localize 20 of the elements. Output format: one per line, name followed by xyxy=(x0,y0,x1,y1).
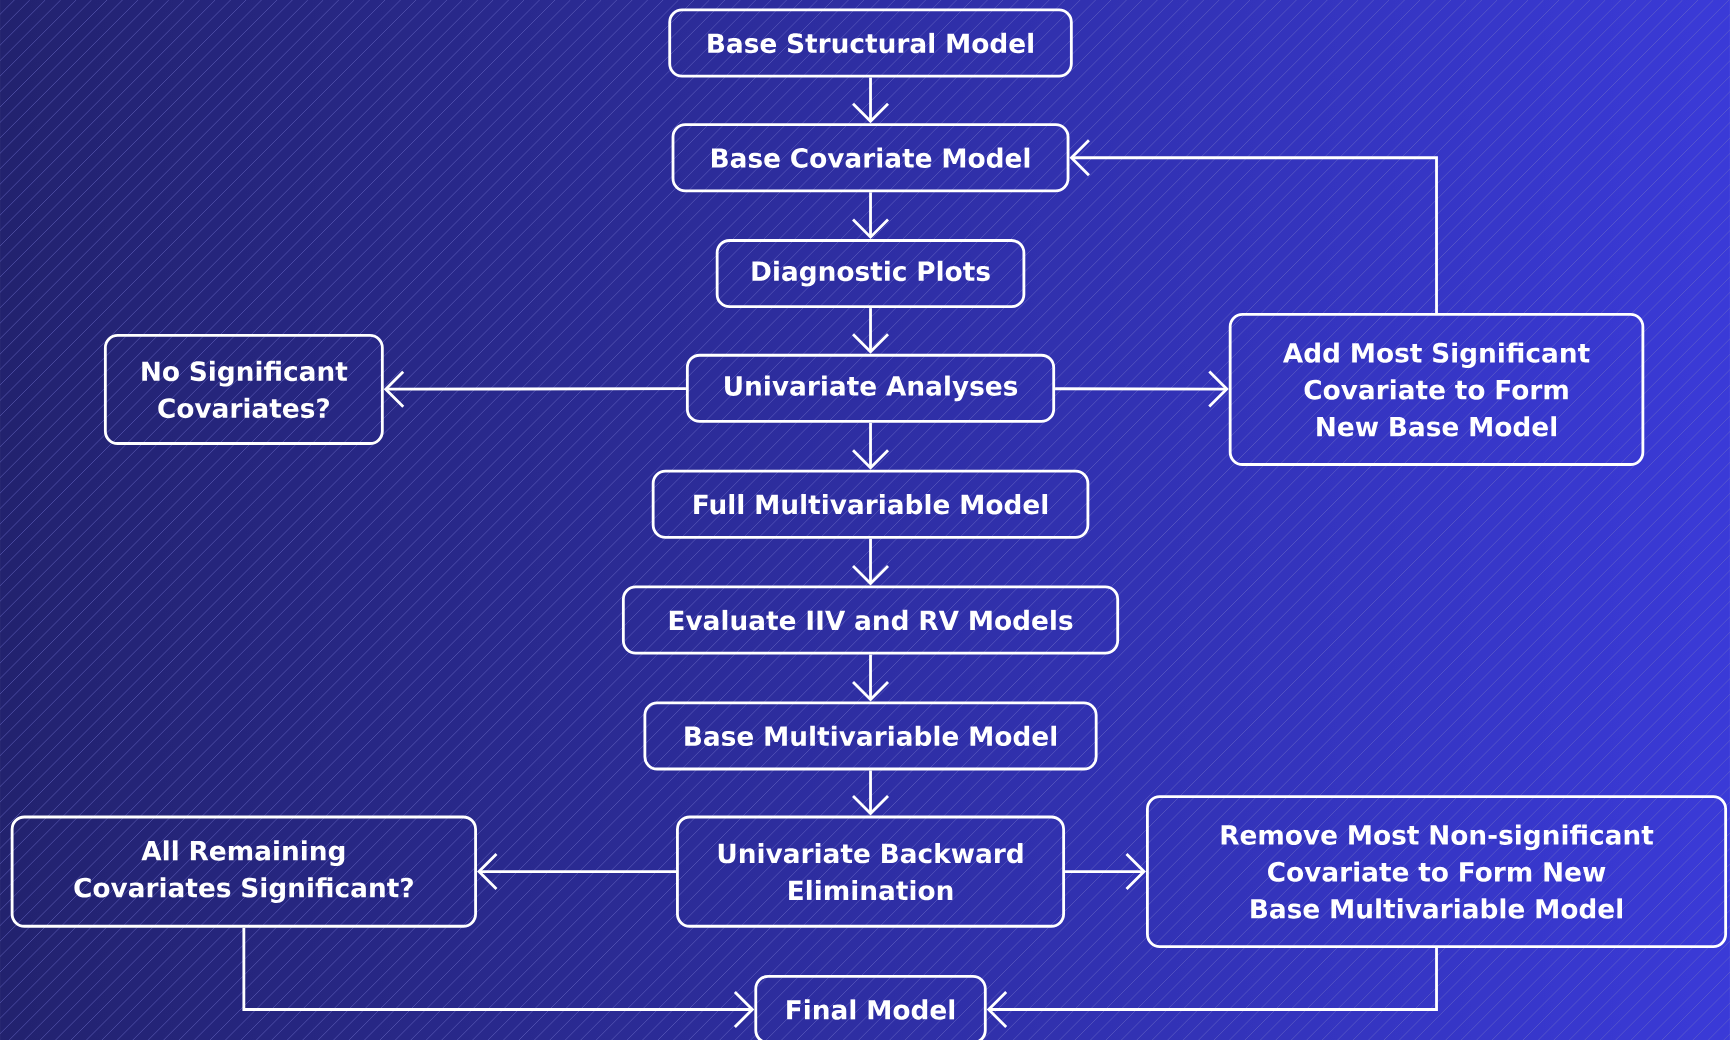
process-box: Add Most Significant Covariate to Form New Base Model xyxy=(1228,312,1645,466)
arrow xyxy=(1065,852,1146,890)
process-box: No Significant Covariates? xyxy=(103,333,384,445)
process-box: Base Structural Model xyxy=(668,8,1073,78)
process-box: Base Covariate Model xyxy=(671,123,1070,193)
arrow xyxy=(242,927,755,1028)
arrow xyxy=(383,370,686,408)
arrow xyxy=(1055,370,1229,408)
process-box: Remove Most Non-significant Covariate to Form New Base Multivariable Model xyxy=(1146,794,1728,948)
process-box: Diagnostic Plots xyxy=(715,238,1026,308)
process-box: Evaluate IIV and RV Models xyxy=(621,585,1120,655)
arrow xyxy=(986,947,1438,1028)
arrow xyxy=(476,852,677,890)
process-box: Final Model xyxy=(754,974,987,1040)
process-box: Univariate Analyses xyxy=(685,353,1056,423)
process-box: All Remaining Covariates Significant? xyxy=(10,815,477,928)
process-box: Univariate Backward Elimination xyxy=(676,815,1066,928)
process-box: Base Multivariable Model xyxy=(643,701,1098,771)
arrow xyxy=(1069,139,1438,313)
process-box: Full Multivariable Model xyxy=(651,469,1090,539)
